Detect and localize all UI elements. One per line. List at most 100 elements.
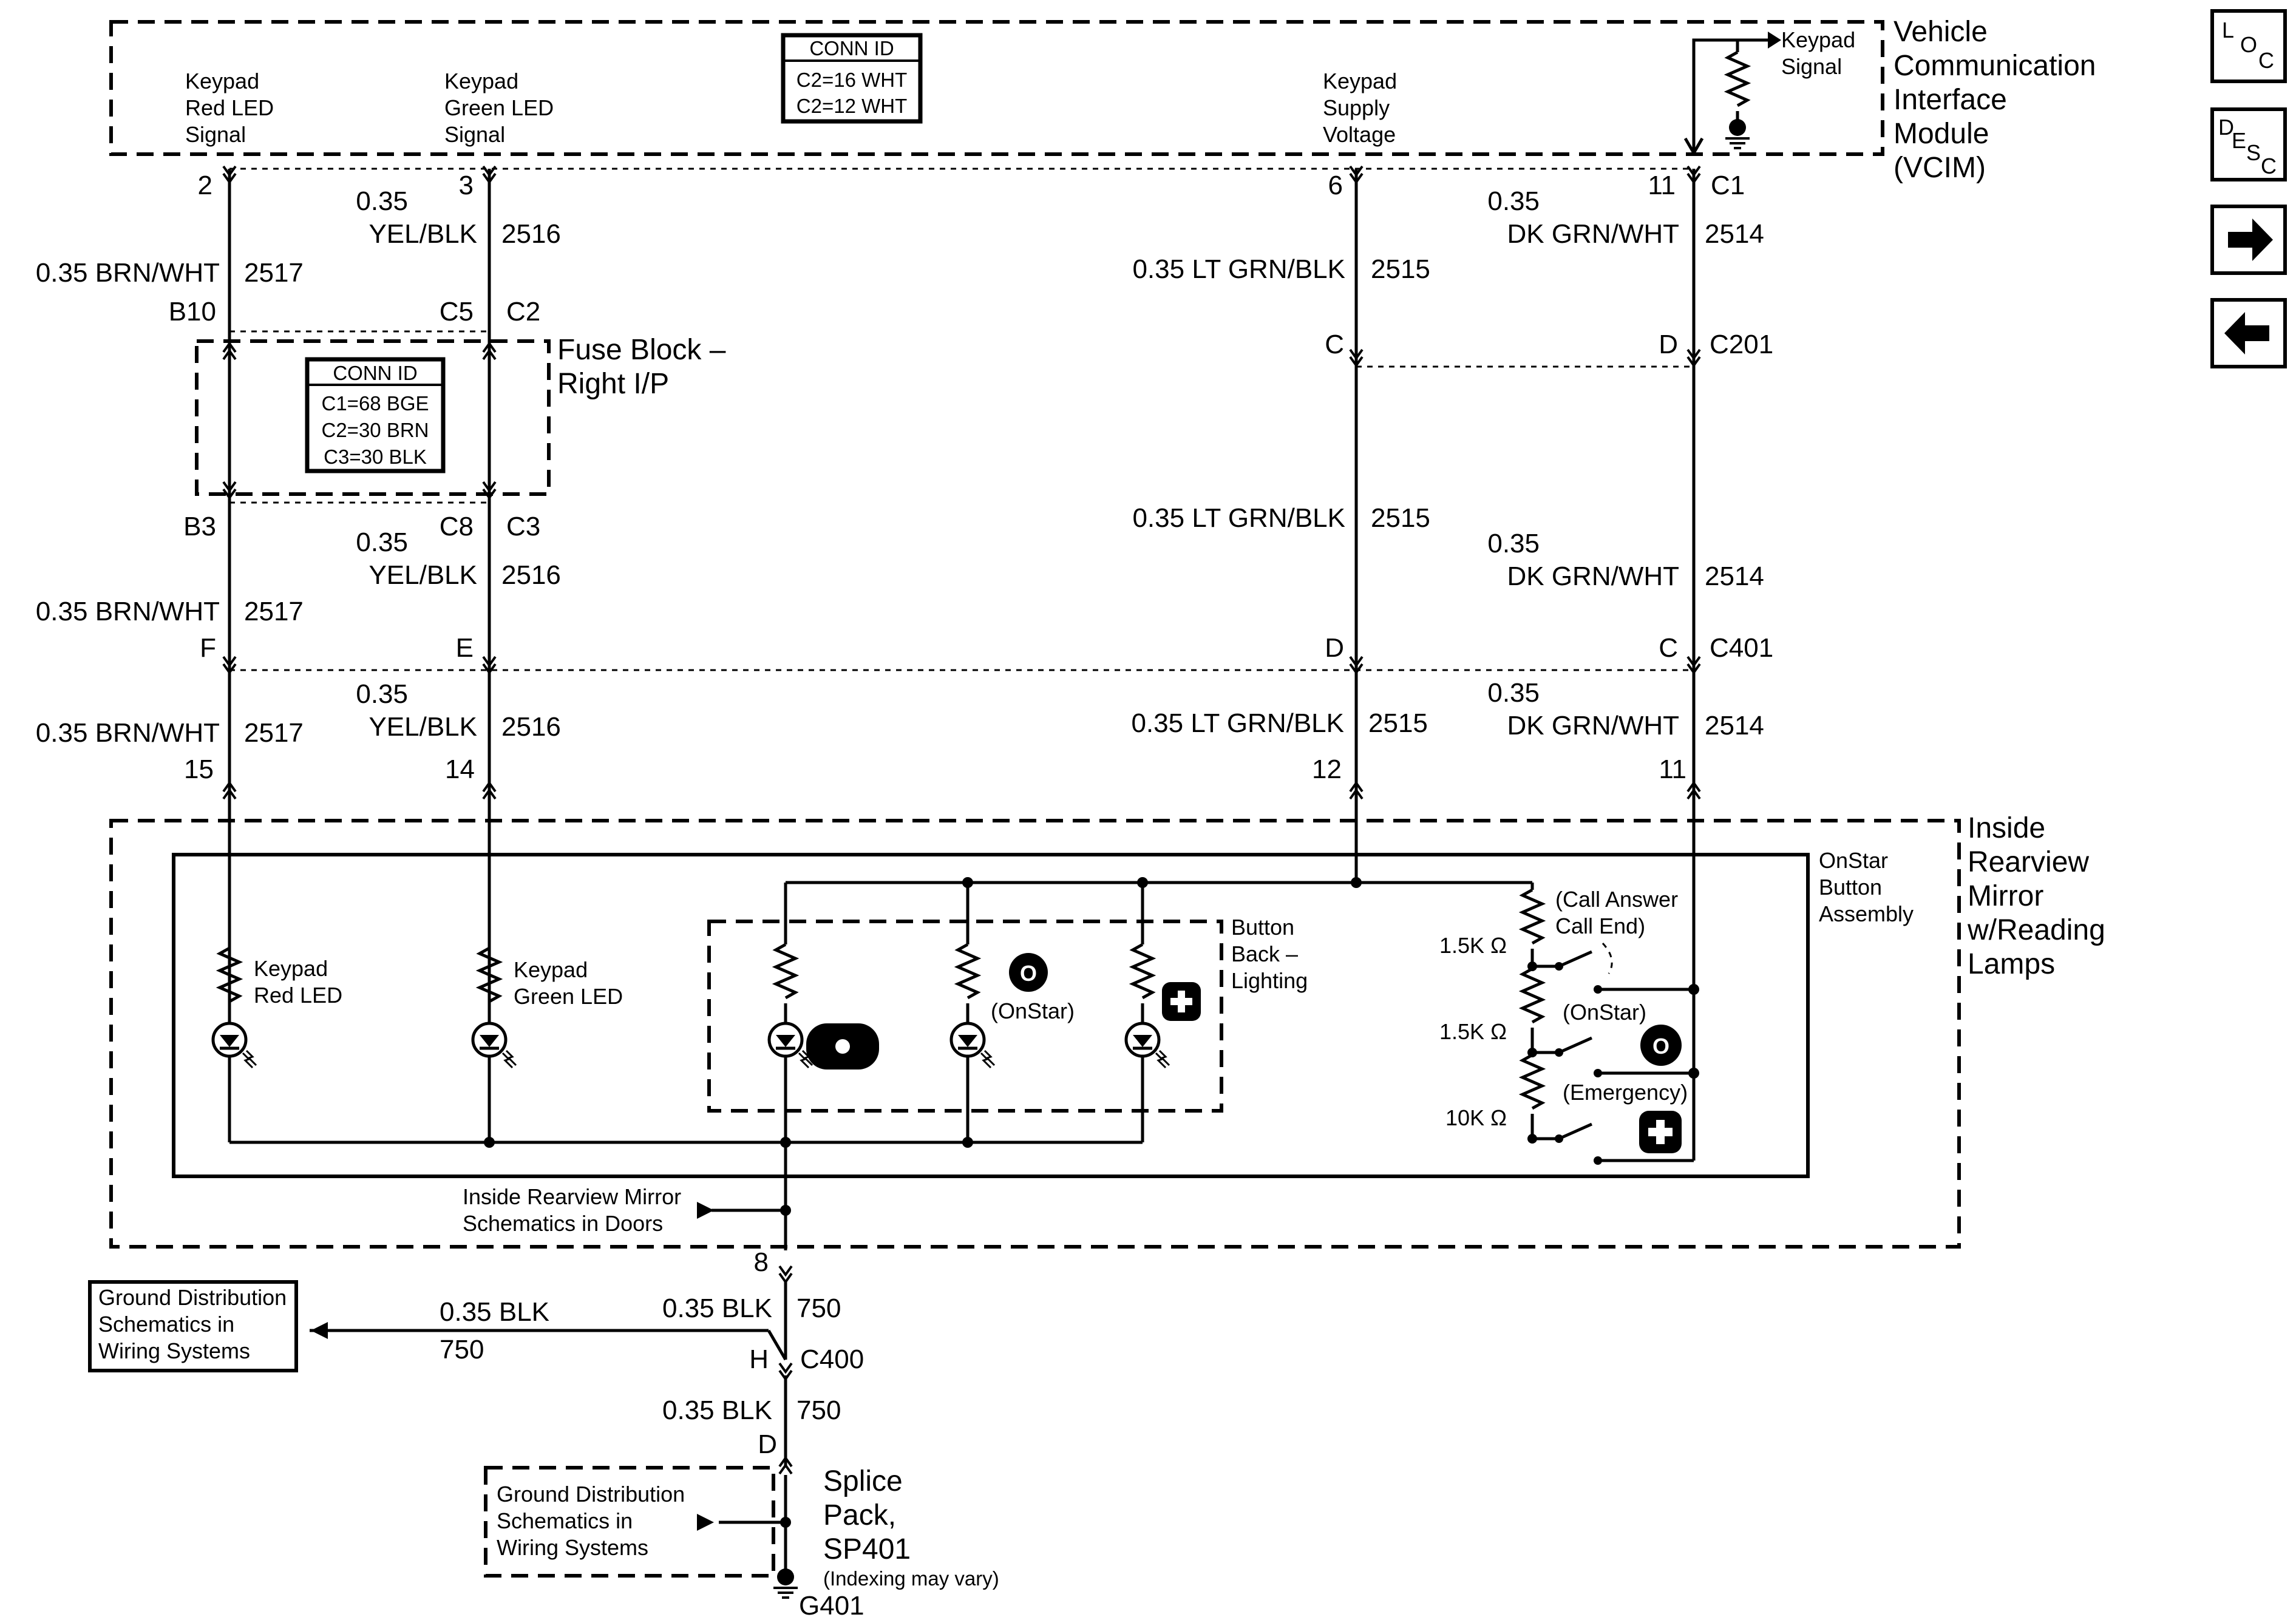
onstar-label: (OnStar) [991, 998, 1075, 1023]
red-led-label-1: Keypad [254, 956, 328, 981]
c401-label: C401 [1710, 633, 1773, 663]
onstar-logo-icon: O [1009, 953, 1048, 992]
loc-button[interactable]: L O C [2210, 9, 2287, 83]
signal-red-line-3: Signal [185, 122, 246, 147]
ref-mirror-doors-2: Schematics in Doors [463, 1211, 663, 1236]
loc-letter-o: O [2240, 32, 2257, 57]
wire-number-ground-lower: 750 [796, 1395, 841, 1425]
pin-vcim-keypad: 11 [1648, 171, 1676, 200]
pin-mirror-green: 14 [445, 754, 475, 784]
wire-number-red-2: 2517 [244, 597, 304, 626]
pin-c401-red: F [200, 633, 216, 663]
wire-number-green-1: 2516 [501, 219, 561, 249]
pin-mirror-ground: 8 [754, 1247, 769, 1277]
red-led-label-2: Red LED [254, 983, 342, 1008]
onstar-assembly-line-3: Assembly [1819, 901, 1914, 926]
connector-c201: C D C201 [1325, 330, 1773, 368]
pin-fuse-top-red: B10 [169, 297, 216, 327]
emergency-button-icon [1639, 1111, 1682, 1153]
call-button-icon [806, 1023, 879, 1070]
onstar-button-icon: O [1640, 1025, 1682, 1066]
switch-resistor-ladder: 1.5K Ω 1.5K Ω 10K Ω (Call Answer Call En… [1439, 883, 1699, 1165]
wire-color-green-1: YEL/BLK [369, 219, 477, 249]
wire-color-keypad-3: DK GRN/WHT [1507, 711, 1679, 741]
signal-red-line-1: Keypad [185, 69, 259, 93]
vcim-conn-id-title: CONN ID [809, 37, 894, 59]
wire-label-red-3: 0.35 BRN/WHT [36, 718, 220, 748]
desc-letter-d: D [2218, 115, 2234, 140]
wire-label-ground-lower: 0.35 BLK [662, 1395, 772, 1425]
resistor-label-1: 1.5K Ω [1439, 933, 1507, 958]
c201-label: C201 [1710, 330, 1773, 359]
wire-gauge-green-1: 0.35 [356, 186, 408, 216]
wire-label-supply-3: 0.35 LT GRN/BLK [1131, 708, 1344, 738]
mirror-label-line-4: w/Reading [1967, 914, 2105, 946]
wire-gauge-keypad-2: 0.35 [1487, 529, 1540, 558]
ref-ground-lower-3: Wiring Systems [497, 1535, 648, 1560]
emergency-cross-icon [1162, 982, 1201, 1021]
svg-text:O: O [1652, 1034, 1669, 1059]
vcim-connector-c1: C1 [1711, 171, 1745, 200]
splice-pack-sp401: Ground Distribution Schematics in Wiring… [484, 1465, 999, 1599]
wire-number-keypad-2: 2514 [1705, 561, 1764, 591]
back-lighting-label-1: Button [1231, 915, 1294, 940]
wire-label-ground-left: 0.35 BLK [440, 1297, 549, 1327]
ref-ground-lower-1: Ground Distribution [497, 1482, 685, 1507]
ground-path: Inside Rearview Mirror Schematics in Doo… [310, 1184, 864, 1475]
mirror-label-line-2: Rearview [1968, 846, 2089, 878]
desc-letter-s: S [2246, 140, 2261, 165]
resistor-label-3: 10K Ω [1445, 1105, 1507, 1130]
keypad-red-led: Keypad Red LED [213, 825, 342, 1142]
loc-letter-c: C [2258, 48, 2274, 73]
svg-text:O: O [1020, 961, 1037, 986]
wire-number-red-3: 2517 [244, 718, 304, 748]
c400-label: C400 [800, 1344, 864, 1374]
pin-mirror-keypad: 11 [1659, 754, 1686, 784]
mirror-label-line-3: Mirror [1968, 880, 2043, 912]
wire-number-keypad-3: 2514 [1705, 711, 1764, 741]
switch-label-call-1: (Call Answer [1555, 887, 1678, 912]
splice-pack-label-3: SP401 [823, 1533, 911, 1565]
prev-page-button[interactable] [2210, 298, 2287, 368]
fuse-conn-id-title: CONN ID [333, 362, 417, 384]
wire-gauge-keypad-1: 0.35 [1487, 186, 1540, 216]
signal-supply-line-3: Voltage [1323, 122, 1396, 147]
pin-c400: H [749, 1344, 769, 1374]
vcim-conn-id-row-1: C2=16 WHT [796, 69, 907, 91]
pin-splice: D [758, 1429, 777, 1459]
wire-number-ground-left: 750 [440, 1335, 484, 1364]
pin-mirror-red: 15 [184, 754, 214, 784]
desc-letter-e: E [2232, 128, 2246, 153]
onstar-button-assembly: OnStar Button Assembly [172, 848, 1914, 1178]
vcim-label-line-4: Module [1894, 118, 1989, 150]
pin-fuse-bottom-red: B3 [183, 512, 216, 541]
pin-fuse-top-green-b: C2 [506, 297, 540, 327]
vcim-label-line-1: Vehicle [1894, 16, 1988, 48]
next-page-button[interactable] [2210, 205, 2287, 275]
wire-number-supply-1: 2515 [1371, 254, 1430, 284]
wire-number-supply-2: 2515 [1371, 503, 1430, 533]
wire-number-ground-c400: 750 [796, 1293, 841, 1323]
wire-number-green-3: 2516 [501, 712, 561, 742]
ref-mirror-doors-1: Inside Rearview Mirror [463, 1184, 681, 1209]
desc-letter-c: C [2261, 154, 2277, 178]
vcim-conn-id: CONN ID C2=16 WHT C2=12 WHT [781, 33, 923, 124]
fuse-conn-id-row-3: C3=30 BLK [324, 446, 427, 468]
pin-mirror-supply: 12 [1312, 754, 1342, 784]
vcim-conn-id-row-2: C2=12 WHT [796, 95, 907, 117]
pin-c201-supply: C [1325, 330, 1344, 359]
pin-vcim-red: 2 [198, 171, 212, 200]
signal-green-line-1: Keypad [444, 69, 518, 93]
wire-label-red-1: 0.35 BRN/WHT [36, 258, 220, 288]
desc-button[interactable]: D E S C [2210, 107, 2287, 181]
button-back-lighting: Button Back – Lighting O (OnStar) [707, 883, 1308, 1250]
mirror-label-line-1: Inside [1968, 812, 2045, 844]
wire-color-green-3: YEL/BLK [369, 712, 477, 742]
vcim-label-line-3: Interface [1894, 84, 2007, 116]
signal-supply-line-1: Keypad [1323, 69, 1397, 93]
vcim-internal-pulldown [1683, 32, 1781, 156]
wire-label-ground-c400: 0.35 BLK [662, 1293, 772, 1323]
arrow-left-icon [2224, 312, 2269, 354]
signal-green-line-2: Green LED [444, 95, 554, 120]
